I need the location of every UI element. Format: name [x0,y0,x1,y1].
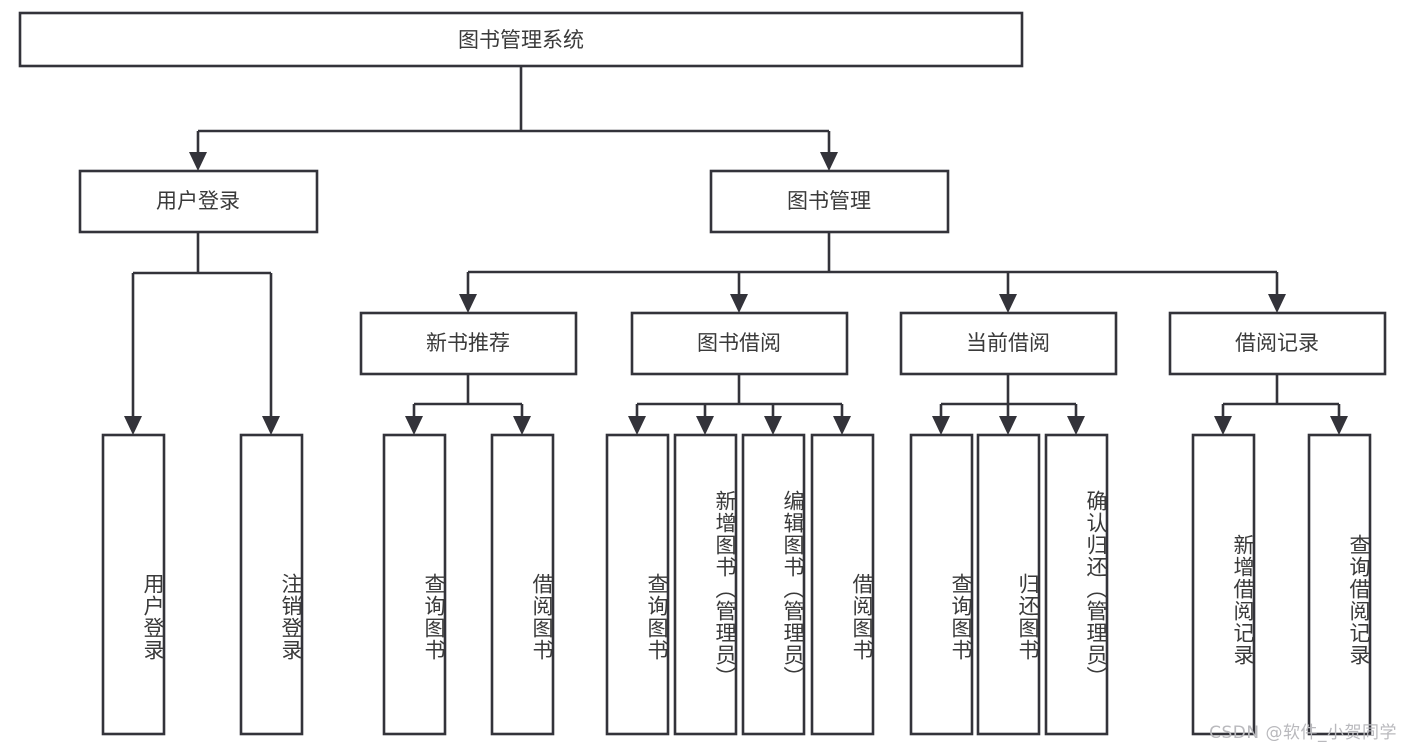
arrow-head-icon [1268,294,1286,313]
node-book-borrow[interactable]: 图书借阅 [630,311,849,376]
arrow-head-icon [730,294,748,313]
arrow-head-icon [696,416,714,435]
node-book-borrow-label: 图书借阅 [697,331,781,355]
arrow-head-icon [764,416,782,435]
leaf-borrow-book-2-box[interactable] [810,433,875,736]
node-root-box[interactable] [18,11,1024,68]
arrow-head-icon [999,416,1017,435]
leaf-edit-book-box[interactable] [741,433,806,736]
arrow-head-icon [513,416,531,435]
node-new-book-recommend-label: 新书推荐 [426,331,510,355]
node-book-management-box[interactable] [709,169,950,234]
node-borrow-record-box[interactable] [1168,311,1387,376]
node-book-management-label: 图书管理 [787,189,871,213]
node-borrow-record[interactable]: 借阅记录 [1168,311,1387,376]
leaf-query-book-1-box[interactable] [382,433,447,736]
node-root-label: 图书管理系统 [458,28,584,52]
node-current-borrow[interactable]: 当前借阅 [899,311,1118,376]
node-book-borrow-box[interactable] [630,311,849,376]
arrow-head-icon [1330,416,1348,435]
arrow-head-icon [820,152,838,171]
leaf-add-record-box[interactable] [1191,433,1256,736]
arrow-head-icon [1214,416,1232,435]
node-current-borrow-box[interactable] [899,311,1118,376]
node-root[interactable]: 图书管理系统 [18,11,1024,68]
leaf-query-book-3-box[interactable] [909,433,974,736]
leaf-query-record-box[interactable] [1307,433,1372,736]
leaf-box-layer [101,433,1372,736]
arrow-head-icon [999,294,1017,313]
node-user-login-box[interactable] [78,169,319,234]
watermark: CSDN @软件_小贺同学 [1209,723,1397,743]
leaf-return-book-box[interactable] [976,433,1041,736]
leaf-logout-box[interactable] [239,433,304,736]
arrow-head-icon [628,416,646,435]
leaf-borrow-book-1-box[interactable] [490,433,555,736]
arrow-head-icon [932,416,950,435]
arrow-head-icon [262,416,280,435]
connector-layer [124,66,1348,435]
node-user-login-label: 用户登录 [156,189,240,213]
leaf-confirm-return-box[interactable] [1044,433,1109,736]
node-user-login[interactable]: 用户登录 [78,169,319,234]
leaf-query-book-2-box[interactable] [605,433,670,736]
node-current-borrow-label: 当前借阅 [966,331,1050,355]
node-book-management[interactable]: 图书管理 [709,169,950,234]
arrow-head-icon [189,152,207,171]
arrow-head-icon [124,416,142,435]
arrow-head-icon [459,294,477,313]
node-new-book-recommend[interactable]: 新书推荐 [359,311,578,376]
leaf-add-book-box[interactable] [673,433,738,736]
arrow-head-icon [405,416,423,435]
node-borrow-record-label: 借阅记录 [1235,331,1319,355]
arrow-head-icon [1067,416,1085,435]
arrow-head-icon [833,416,851,435]
node-new-book-recommend-box[interactable] [359,311,578,376]
leaf-user-login-box[interactable] [101,433,166,736]
